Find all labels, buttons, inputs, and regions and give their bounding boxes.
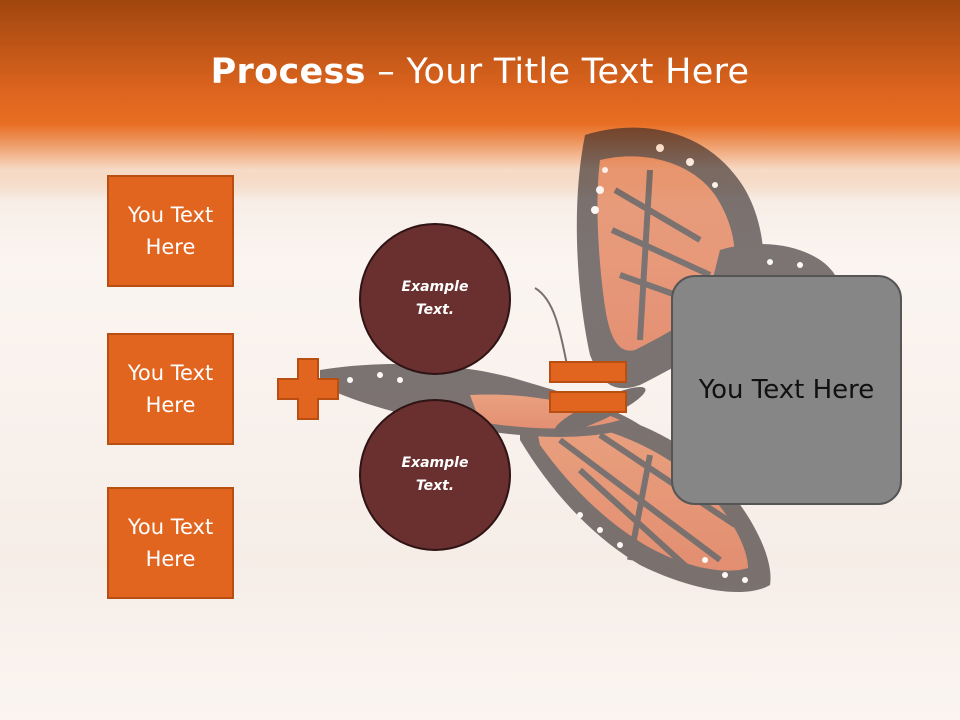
circle-line: Text.: [415, 478, 455, 494]
title-bold: Process: [210, 52, 366, 92]
step-line: Here: [145, 393, 196, 417]
circle-text: Example Text.: [402, 276, 469, 322]
result-label: You Text Here: [698, 375, 875, 405]
step-line: Here: [145, 547, 196, 571]
example-circle-2[interactable]: Example Text.: [359, 399, 511, 551]
step-box-1[interactable]: You Text Here: [107, 175, 234, 287]
step-line: You Text: [127, 515, 214, 539]
slide-title: Process – Your Title Text Here: [0, 52, 960, 92]
title-rest: – Your Title Text Here: [365, 52, 750, 92]
step-line: Here: [145, 235, 196, 259]
circle-line: Example: [401, 279, 469, 295]
circle-line: Text.: [415, 302, 455, 318]
step-text: You Text Here: [128, 199, 213, 263]
equals-icon: [549, 361, 627, 413]
plus-icon: [277, 358, 339, 420]
header-band: [0, 0, 960, 200]
example-circle-1[interactable]: Example Text.: [359, 223, 511, 375]
step-text: You Text Here: [128, 357, 213, 421]
step-line: You Text: [127, 361, 214, 385]
result-box[interactable]: You Text Here: [671, 275, 902, 505]
step-line: You Text: [127, 203, 214, 227]
step-text: You Text Here: [128, 511, 213, 575]
circle-line: Example: [401, 455, 469, 471]
circle-text: Example Text.: [402, 452, 469, 498]
step-box-3[interactable]: You Text Here: [107, 487, 234, 599]
step-box-2[interactable]: You Text Here: [107, 333, 234, 445]
